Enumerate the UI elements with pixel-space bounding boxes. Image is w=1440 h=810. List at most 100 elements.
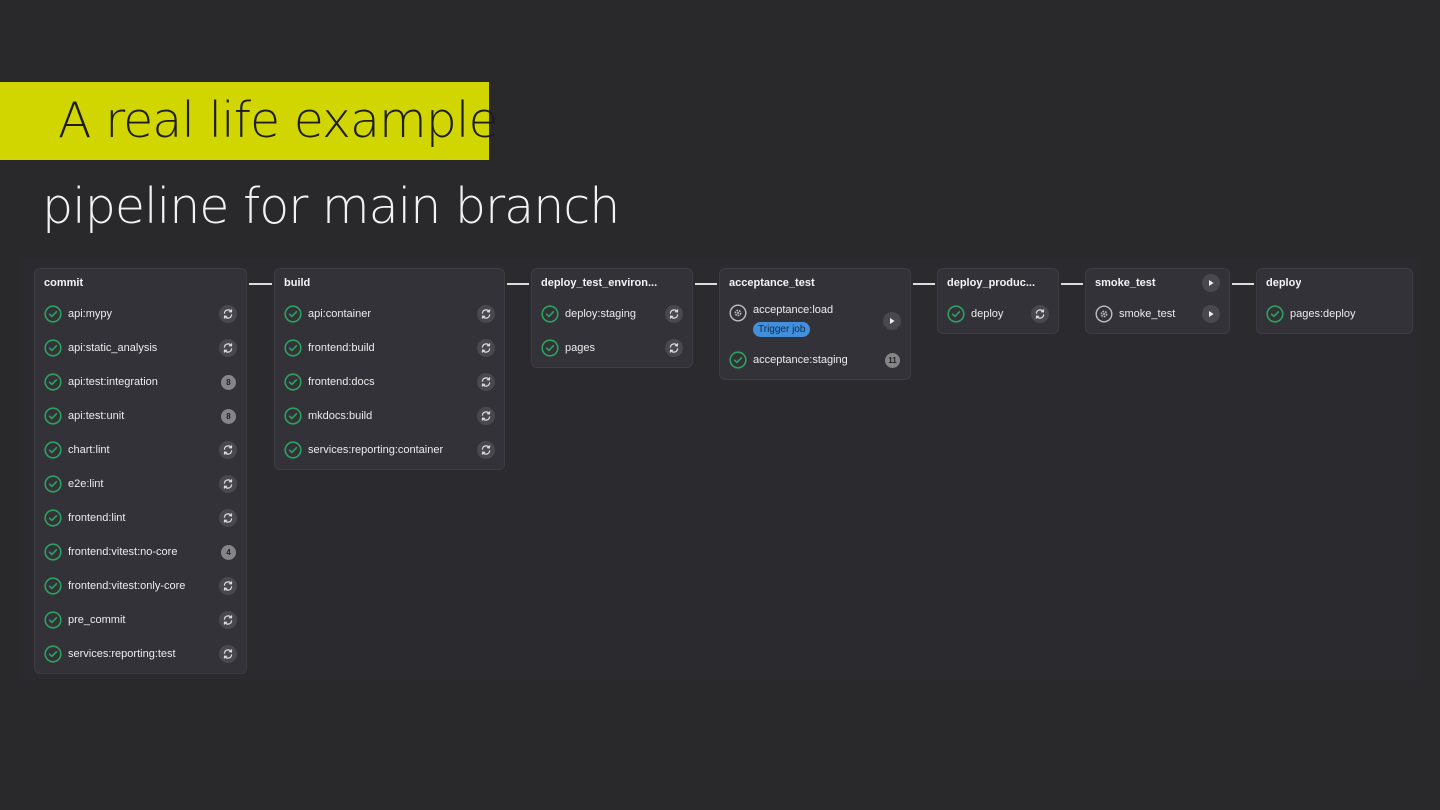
success-status-icon	[541, 339, 559, 357]
retry-button[interactable]	[219, 339, 237, 357]
job-name[interactable]: frontend:vitest:only-core	[68, 580, 186, 592]
play-button[interactable]	[1202, 305, 1220, 323]
pipeline-stage: deploy_produc...deploy	[937, 268, 1059, 334]
stage-play-button[interactable]	[1202, 274, 1220, 292]
retry-button[interactable]	[219, 509, 237, 527]
retry-button[interactable]	[665, 339, 683, 357]
pipeline-job[interactable]: pages:deploy	[1257, 297, 1412, 331]
stage-footer-space	[720, 377, 910, 379]
job-body: smoke_test	[1119, 308, 1202, 320]
pipeline-job[interactable]: deploy	[938, 297, 1058, 331]
pipeline-job[interactable]: frontend:vitest:only-core	[35, 569, 246, 603]
retry-icon	[222, 478, 234, 490]
job-name[interactable]: mkdocs:build	[308, 410, 373, 422]
retry-button[interactable]	[477, 441, 495, 459]
pipeline-job[interactable]: pre_commit	[35, 603, 246, 637]
job-body: frontend:build	[308, 342, 477, 354]
job-name[interactable]: deploy	[971, 308, 1004, 320]
pipeline-job[interactable]: chart:lint	[35, 433, 246, 467]
retry-button[interactable]	[477, 339, 495, 357]
retry-icon	[480, 308, 492, 320]
job-body: deploy	[971, 308, 1031, 320]
job-name[interactable]: acceptance:staging	[753, 354, 848, 366]
pipeline-job[interactable]: pages	[532, 331, 692, 365]
job-name[interactable]: frontend:vitest:no-core	[68, 546, 178, 558]
job-name[interactable]: pre_commit	[68, 614, 126, 626]
play-icon	[888, 317, 896, 325]
retry-button[interactable]	[219, 305, 237, 323]
pipeline-job[interactable]: api:test:integration 8	[35, 365, 246, 399]
stage-header: commit	[35, 269, 246, 297]
play-button[interactable]	[883, 312, 901, 330]
job-name[interactable]: pages:deploy	[1290, 308, 1356, 320]
pipeline-job[interactable]: deploy:staging	[532, 297, 692, 331]
job-name[interactable]: api:static_analysis	[68, 342, 158, 354]
job-name[interactable]: pages	[565, 342, 595, 354]
job-name[interactable]: api:test:unit	[68, 410, 125, 422]
retry-button[interactable]	[219, 577, 237, 595]
job-count-badge[interactable]: 8	[221, 374, 236, 390]
success-status-icon	[284, 441, 302, 459]
job-name[interactable]: chart:lint	[68, 444, 110, 456]
job-name[interactable]: api:test:integration	[68, 376, 158, 388]
job-count-badge[interactable]: 11	[885, 352, 900, 368]
retry-button[interactable]	[219, 441, 237, 459]
success-status-icon	[44, 509, 62, 527]
job-name[interactable]: frontend:lint	[68, 512, 126, 524]
pipeline-job[interactable]: frontend:docs	[275, 365, 504, 399]
stage-connector	[695, 283, 717, 285]
play-icon	[1207, 279, 1215, 287]
stage-connector	[1232, 283, 1254, 285]
job-name[interactable]: api:container	[308, 308, 371, 320]
manual-status-icon	[729, 304, 747, 322]
job-count-badge[interactable]: 4	[221, 544, 236, 560]
success-status-icon	[947, 305, 965, 323]
job-count-badge[interactable]: 8	[221, 408, 236, 424]
retry-button[interactable]	[219, 611, 237, 629]
pipeline-job[interactable]: smoke_test	[1086, 297, 1229, 331]
stage-connector	[1061, 283, 1083, 285]
stage-name: acceptance_test	[729, 277, 815, 289]
pipeline-job[interactable]: e2e:lint	[35, 467, 246, 501]
job-name[interactable]: e2e:lint	[68, 478, 104, 490]
retry-button[interactable]	[219, 645, 237, 663]
trigger-job-badge[interactable]: Trigger job	[753, 322, 811, 337]
pipeline-job[interactable]: api:mypy	[35, 297, 246, 331]
retry-icon	[222, 444, 234, 456]
job-name[interactable]: api:mypy	[68, 308, 113, 320]
pipeline-job[interactable]: acceptance:staging 11	[720, 343, 910, 377]
success-status-icon	[284, 407, 302, 425]
retry-icon	[668, 308, 680, 320]
pipeline-job[interactable]: api:test:unit 8	[35, 399, 246, 433]
pipeline-job[interactable]: mkdocs:build	[275, 399, 504, 433]
success-status-icon	[284, 339, 302, 357]
job-name[interactable]: services:reporting:container	[308, 444, 444, 456]
pipeline-job[interactable]: services:reporting:test	[35, 637, 246, 671]
job-body: frontend:vitest:no-core	[68, 546, 221, 558]
retry-button[interactable]	[219, 475, 237, 493]
pipeline-job[interactable]: api:container	[275, 297, 504, 331]
retry-button[interactable]	[1031, 305, 1049, 323]
pipeline-job[interactable]: api:static_analysis	[35, 331, 246, 365]
retry-button[interactable]	[477, 373, 495, 391]
pipeline-job[interactable]: frontend:build	[275, 331, 504, 365]
retry-button[interactable]	[477, 305, 495, 323]
success-status-icon	[729, 351, 747, 369]
job-name[interactable]: services:reporting:test	[68, 648, 176, 660]
retry-button[interactable]	[477, 407, 495, 425]
job-name[interactable]: smoke_test	[1119, 308, 1176, 320]
job-name[interactable]: frontend:docs	[308, 376, 375, 388]
pipeline-job[interactable]: services:reporting:container	[275, 433, 504, 467]
job-name[interactable]: frontend:build	[308, 342, 375, 354]
stage-footer-space	[275, 467, 504, 469]
pipeline-job[interactable]: frontend:lint	[35, 501, 246, 535]
job-body: pre_commit	[68, 614, 219, 626]
job-name[interactable]: acceptance:load	[753, 304, 834, 316]
pipeline-job[interactable]: frontend:vitest:no-core 4	[35, 535, 246, 569]
retry-button[interactable]	[665, 305, 683, 323]
job-name[interactable]: deploy:staging	[565, 308, 636, 320]
success-status-icon	[1266, 305, 1284, 323]
stage-name: deploy_test_environ...	[541, 277, 658, 289]
